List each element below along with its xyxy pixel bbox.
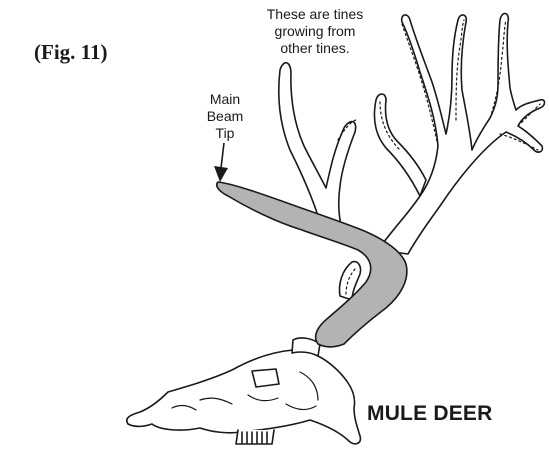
species-label: MULE DEER	[367, 402, 492, 426]
main-beam	[217, 182, 407, 347]
tine-note-line: other tines.	[240, 40, 390, 57]
skull	[127, 350, 361, 444]
tip-label-line: Beam	[196, 108, 254, 125]
tip-label-line: Main	[196, 91, 254, 108]
eye-socket	[252, 369, 279, 387]
main-beam-tip-label: Main Beam Tip	[196, 91, 254, 142]
upper-fork-branch	[374, 94, 426, 196]
tine-note-line: These are tines	[240, 6, 390, 23]
figure-label: (Fig. 11)	[34, 40, 108, 65]
tine-note: These are tines growing from other tines…	[240, 6, 390, 57]
tine-note-line: growing from	[240, 23, 390, 40]
upper-fork	[378, 13, 545, 254]
tip-label-line: Tip	[196, 125, 254, 142]
